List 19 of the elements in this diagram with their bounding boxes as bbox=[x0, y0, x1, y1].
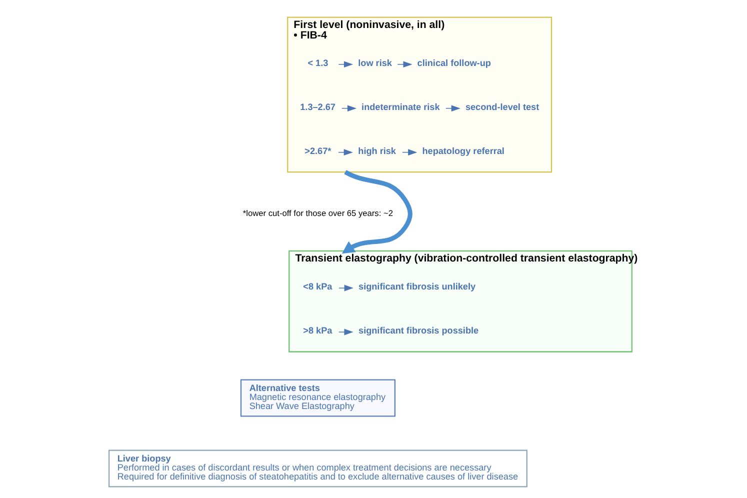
node-text: significant fibrosis possible bbox=[358, 326, 479, 336]
node-text: 1.3–2.67 bbox=[300, 102, 336, 112]
label: *lower cut-off for those over 65 years: ~2 bbox=[242, 208, 393, 218]
node-text: < 1.3 bbox=[308, 58, 328, 68]
node-text: <8 kPa bbox=[303, 282, 332, 292]
node-text: clinical follow-up bbox=[417, 58, 491, 68]
node-text: second-level test bbox=[465, 102, 540, 112]
arrow bbox=[338, 284, 354, 292]
node-text: hepatology referral bbox=[422, 146, 504, 156]
node-text: low risk bbox=[358, 58, 392, 68]
arrow bbox=[338, 328, 354, 336]
node-text: >2.67* bbox=[304, 146, 332, 156]
node-text: significant fibrosis unlikely bbox=[358, 282, 476, 292]
node-box: Alternative tests Magnetic resonance elastography Shear Wave Elastography bbox=[240, 379, 396, 417]
node-text: high risk bbox=[358, 146, 396, 156]
node-text: indeterminate risk bbox=[362, 102, 440, 112]
node-box: Liver biopsy Performed in cases of discordant results or when complex treatment decisions are necessary Required for definitive diagnosis of steatohepatitis and to exclude alternative causes of liver disease bbox=[108, 450, 528, 488]
node-text: >8 kPa bbox=[303, 326, 332, 336]
arrow bbox=[342, 170, 412, 254]
